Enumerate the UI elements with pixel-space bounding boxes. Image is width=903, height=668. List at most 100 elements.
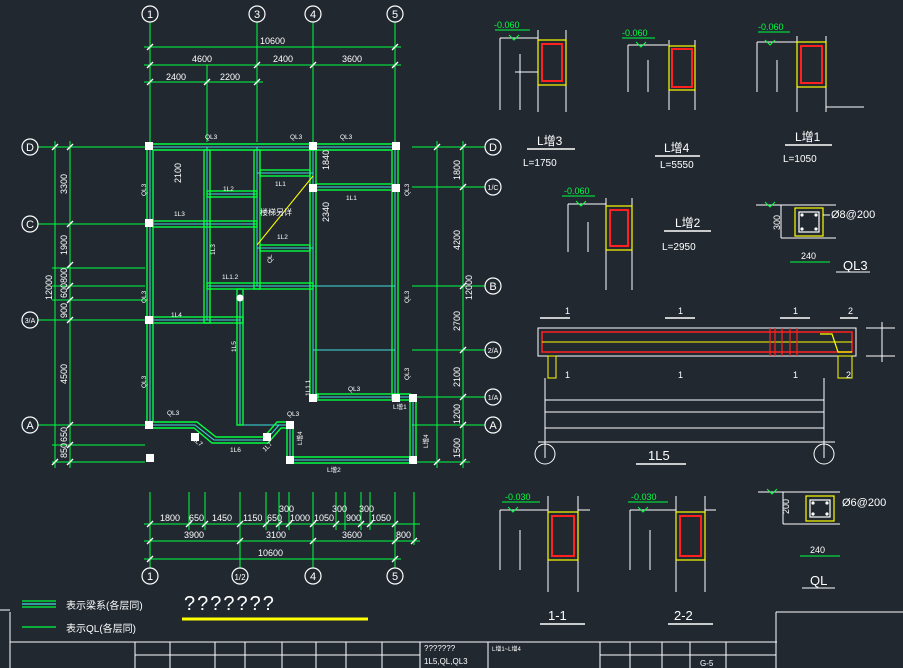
dim-b-3900: 3900 xyxy=(184,530,204,540)
label-ql-v: QL xyxy=(267,254,274,263)
dim-b-3600: 3600 xyxy=(342,530,362,540)
dim-r-1800: 1800 xyxy=(452,160,462,180)
beam-mark-bot-3: 1 xyxy=(793,370,798,380)
inner-dim-1840: 1840 xyxy=(321,150,331,170)
lz2-level: -0.060 xyxy=(564,186,590,196)
dim-b-1450: 1450 xyxy=(212,513,232,523)
section-ql3: Ø8@200 300 240 QL3 xyxy=(756,201,875,273)
lz1-len: L=1050 xyxy=(783,154,817,165)
label-1l6: 1L6 xyxy=(230,447,241,454)
grid-right-1a: 1/A xyxy=(488,395,499,402)
label-1l2: 1L2 xyxy=(223,186,234,193)
label-stair: 楼梯另详 xyxy=(260,207,292,217)
grid-left-a: A xyxy=(26,420,34,432)
label-1l1-b: 1L1 xyxy=(346,195,357,202)
label-ql3-v5: QL3 xyxy=(404,290,411,303)
title-block xyxy=(0,609,903,668)
beam-mark-top-3: 1 xyxy=(793,306,798,316)
dim-l-1900: 1900 xyxy=(59,235,69,255)
sections: -0.060 L增3 L=1750 -0.060 L增4 L=5550 xyxy=(494,20,895,625)
beam-mark-top-4: 2 xyxy=(848,306,853,316)
dim-r-total: 12000 xyxy=(464,275,474,300)
dim-b-300b: 300 xyxy=(332,504,347,514)
grid-left-3a: 3/A xyxy=(25,318,36,325)
grid-left-d: D xyxy=(26,142,34,154)
lz4-len: L=5550 xyxy=(660,160,694,171)
label-ql3-v6: QL3 xyxy=(404,367,411,380)
dim-b-1150: 1150 xyxy=(243,513,262,523)
tb-sub: 1L5,QL,QL3 xyxy=(424,657,468,666)
dim-l-650: 650 xyxy=(59,427,69,442)
legend-beam-text: 表示梁系(各层同) xyxy=(66,599,143,612)
dim-ticks xyxy=(51,43,467,563)
dim-b-1050: 1050 xyxy=(314,513,334,523)
grid-right-b: B xyxy=(489,281,496,293)
dim-b-1800: 1800 xyxy=(160,513,180,523)
dim-l-800: 800 xyxy=(59,268,69,283)
label-1l11-v: 1L1.1 xyxy=(305,379,312,396)
dim-r-2700: 2700 xyxy=(452,311,462,331)
dim-l-600: 600 xyxy=(59,283,69,298)
grid-bottom-5: 5 xyxy=(392,571,398,583)
dim-b-300c: 300 xyxy=(359,504,374,514)
label-ql3-bl: QL3 xyxy=(167,410,180,417)
label-ql3-top-2: QL3 xyxy=(290,134,303,141)
label-1l3-a: 1L3 xyxy=(174,211,185,218)
label-ql3-v2: QL3 xyxy=(141,290,148,303)
dim-b-650: 650 xyxy=(189,513,204,523)
inner-dim-2100: 2100 xyxy=(173,163,183,183)
label-ql3-v1: QL3 xyxy=(141,183,148,196)
legend-ql-text: 表示QL(各层同) xyxy=(66,622,136,635)
legend: 表示梁系(各层同) 表示QL(各层同) ??????? xyxy=(22,593,368,635)
ql-title: QL xyxy=(810,573,827,588)
dim-b-total: 10600 xyxy=(258,548,283,558)
ql-w: 240 xyxy=(810,545,825,555)
plan-dim-lines xyxy=(38,22,485,568)
lz4-level: -0.060 xyxy=(622,28,648,38)
grid-bottom-1-2: 1/2 xyxy=(234,573,246,582)
lz3-title: L增3 xyxy=(537,134,563,148)
ql3-h: 300 xyxy=(772,215,782,230)
ql-h: 200 xyxy=(781,499,791,514)
section-lz1: -0.060 L增1 L=1050 xyxy=(756,22,864,165)
ql3-w: 240 xyxy=(801,251,816,261)
tb-mid: L增1~L增4 xyxy=(492,645,522,653)
dim-b-300a: 300 xyxy=(279,504,294,514)
ql3-title: QL3 xyxy=(843,258,868,273)
grid-right-1c: 1/C xyxy=(488,185,499,192)
section-lz2: -0.060 L增2 L=2950 xyxy=(562,186,711,290)
grid-bubbles: 1 3 4 5 1 1/2 4 5 D C 3/A A D 1/C B 2/A … xyxy=(21,5,502,585)
lz1-level: -0.060 xyxy=(758,22,784,32)
section-1-1: -0.030 1-1 xyxy=(499,492,590,625)
beam-mark-top-2: 1 xyxy=(678,306,683,316)
beam-mark-bot-1: 1 xyxy=(565,370,570,380)
dim-top-2200: 2200 xyxy=(220,72,240,82)
label-ql3-mid: QL3 xyxy=(348,386,361,393)
dim-b-1000: 1000 xyxy=(290,513,310,523)
grid-top-1: 1 xyxy=(147,9,153,21)
beam-mark-bot-4: 2 xyxy=(846,370,851,380)
lz4-title: L增4 xyxy=(664,141,690,155)
dimension-text: 10600 4600 2400 3600 2400 2200 1800 650 … xyxy=(44,36,474,558)
s22-title: 2-2 xyxy=(674,608,693,623)
label-1l4: 1L4 xyxy=(171,312,182,319)
lz2-len: L=2950 xyxy=(662,242,696,253)
beam-mark-bot-2: 1 xyxy=(678,370,683,380)
grid-right-2a: 2/A xyxy=(488,348,499,355)
drawing-main-title: ??????? xyxy=(184,593,276,615)
section-2-2: -0.030 2-2 xyxy=(628,492,716,625)
beam-1l5: 1 1 1 2 1 1 1 2 1L5 xyxy=(534,306,895,465)
label-lz1: L增1 xyxy=(393,402,407,411)
s11-title: 1-1 xyxy=(548,608,567,623)
dim-r-1200: 1200 xyxy=(452,404,462,424)
dim-top-4600: 4600 xyxy=(192,54,212,64)
label-1l7-a: 1L7 xyxy=(191,436,204,448)
lz3-level: -0.060 xyxy=(494,20,520,30)
section-lz4: -0.060 L增4 L=5550 xyxy=(622,28,700,171)
dim-b-900: 900 xyxy=(346,513,361,523)
grid-bottom-1: 1 xyxy=(147,571,153,583)
label-ql3-top-1: QL3 xyxy=(205,134,218,141)
tb-number: G-5 xyxy=(700,659,714,668)
tb-drawing-title: ??????? xyxy=(424,644,456,653)
